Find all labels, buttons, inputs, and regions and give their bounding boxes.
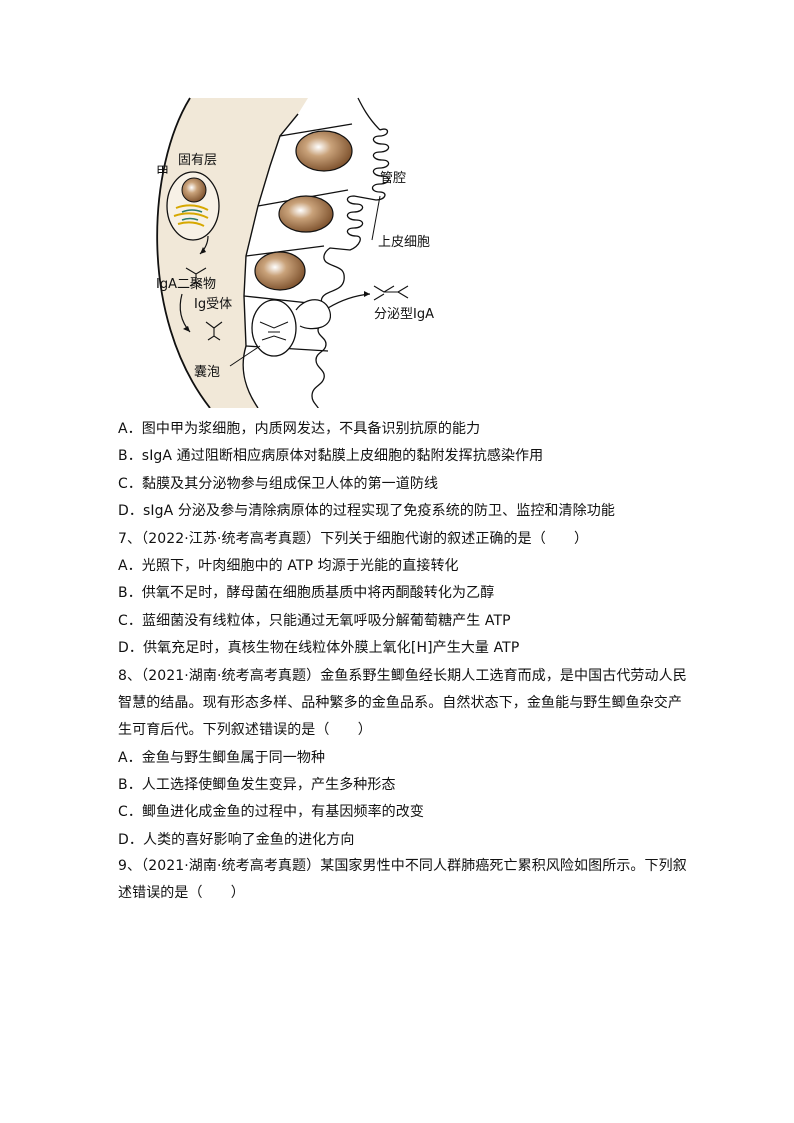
q7-option-c: C．蓝细菌没有线粒体，只能通过无氧呼吸分解葡萄糖产生 ATP [118, 612, 511, 629]
apical-membrane [311, 128, 390, 408]
question-text: A．图中甲为浆细胞，内质网发达，不具备识别抗原的能力 B．sIgA 通过阻断相应… [118, 416, 688, 854]
diagram-svg: 甲 固有层 管腔 上皮细胞 IgA二聚物 Ig受体 分泌型IgA 囊泡 [156, 97, 434, 408]
label-lamina: 固有层 [178, 153, 217, 168]
q6-option-a: A．图中甲为浆细胞，内质网发达，不具备识别抗原的能力 [118, 421, 481, 437]
epithelial-layer [242, 113, 299, 408]
q7-option-a: A．光照下，叶肉细胞中的 ATP 均源于光能的直接转化 [118, 557, 459, 574]
q7-option-b: B．供氧不足时，酵母菌在细胞质基质中将丙酮酸转化为乙醇 [118, 585, 495, 602]
q6-option-b: B．sIgA 通过阻断相应病原体对黏膜上皮细胞的黏附发挥抗感染作用 [118, 448, 544, 465]
q8-stem-line-3: 生可育后代。下列叙述错误的是（ ） [118, 722, 372, 739]
q9-block: 9、（2021·湖南·统考高考真题）某国家男性中不同人群肺癌死亡累积风险如图所示… [118, 853, 688, 908]
label-iga-dimer: IgA二聚物 [156, 277, 216, 292]
nucleus-1 [295, 130, 353, 172]
q8-option-d: D．人类的喜好影响了金鱼的进化方向 [118, 831, 355, 848]
q9-stem-line-1: 9、（2021·湖南·统考高考真题）某国家男性中不同人群肺癌死亡累积风险如图所示… [118, 858, 687, 874]
q6-option-d: D．sIgA 分泌及参与清除病原体的过程实现了免疫系统的防卫、监控和清除功能 [118, 503, 615, 520]
q8-option-c: C．鲫鱼进化成金鱼的过程中，有基因频率的改变 [118, 804, 424, 821]
q8-option-b: B．人工选择使鲫鱼发生变异，产生多种形态 [118, 777, 396, 794]
label-vesicle: 囊泡 [194, 364, 220, 380]
label-jia: 甲 [156, 165, 169, 180]
q7-stem: 7、（2022·江苏·统考高考真题）下列关于细胞代谢的叙述正确的是（ ） [118, 530, 589, 547]
q8-option-a: A．金鱼与野生鲫鱼属于同一物种 [118, 749, 326, 766]
q8-stem-line-2: 智慧的结晶。现有形态多样、品种繁多的金鱼品系。自然状态下，金鱼能与野生鲫鱼杂交产 [118, 694, 682, 711]
q7-option-d: D．供氧充足时，真核生物在线粒体外膜上氧化[H]产生大量 ATP [118, 640, 520, 657]
label-epithelial: 上皮细胞 [378, 235, 430, 250]
immune-diagram: 甲 固有层 管腔 上皮细胞 IgA二聚物 Ig受体 分泌型IgA 囊泡 [148, 96, 448, 408]
q9-stem-line-2: 述错误的是（ ） [118, 885, 245, 902]
label-lumen: 管腔 [380, 171, 406, 186]
label-ig-receptor: Ig受体 [194, 297, 232, 312]
nucleus-3 [254, 251, 306, 291]
q8-stem-line-1: 8、（2021·湖南·统考高考真题）金鱼系野生鲫鱼经长期人工选育而成，是中国古代… [118, 667, 687, 684]
secretory-iga-glyph [373, 285, 409, 301]
q6-option-c: C．黏膜及其分泌物参与组成保卫人体的第一道防线 [118, 475, 439, 492]
iga-dimer-glyph [185, 267, 207, 287]
nucleus-2 [278, 195, 334, 233]
label-secretory-iga: 分泌型IgA [374, 307, 434, 322]
